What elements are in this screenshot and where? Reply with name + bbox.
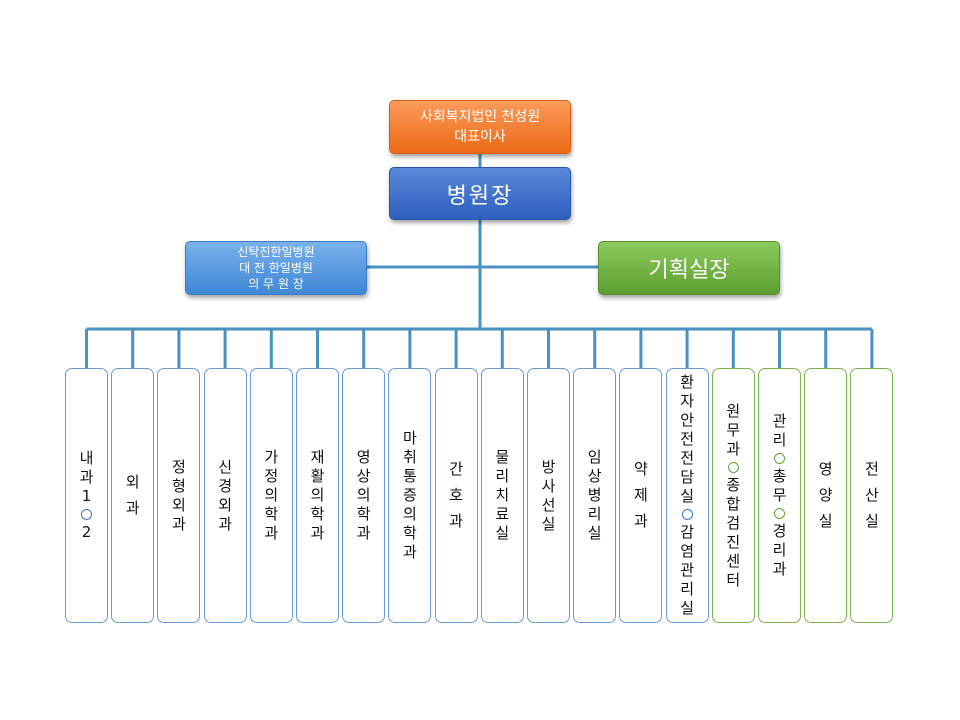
department-box[interactable]: 마취통증의학과 [388,368,432,623]
department-box[interactable]: 가정의학과 [249,368,293,623]
department-label: 임상병리실 [584,448,606,543]
department-label-line: 마취통증의학과 [402,429,417,561]
line-spacer [815,479,837,486]
department-label-line: 정형외과 [171,457,186,533]
line-spacer [122,492,144,499]
department-label-line: 실 [864,512,879,530]
circle-separator-icon [774,508,785,519]
hospital-director-label: 병원장 [446,183,514,209]
foundation-ceo-box[interactable]: 사회복지법인 천성원 대표이사 [389,100,571,154]
department-label: 내과1 2 [76,449,98,542]
department-label-line: 재활의학과 [310,448,325,542]
circle-separator-icon [774,453,785,464]
department-label-line: 간 [449,460,463,478]
foundation-name: 사회복지법인 천성원 [419,109,541,125]
medical-director-box[interactable]: 신탁진한일병원 대 전 한일병원 의 무 원 장 [185,241,367,295]
line-spacer [861,505,883,512]
circle-separator-icon [727,461,739,473]
department-label-line: 종합검진센터 [726,475,741,589]
medical-director-line-3: 의 무 원 장 [248,277,304,291]
department-label: 재활의학과 [307,448,329,543]
department-label-line: 원무과 [726,401,741,458]
department-label-line: 과 [633,512,648,530]
planning-director-box[interactable]: 기획실장 [598,241,780,295]
department-label-line: 관리 [772,412,787,449]
department-label-line: 2 [81,523,92,541]
department-label: 영상의학과 [353,448,375,543]
department-label-line: 양 [818,486,833,504]
department-label-line: 환자안전전담실 [680,373,694,505]
medical-director-line-2: 대 전 한일병원 [239,261,313,275]
department-box[interactable]: 영상의학과 [342,368,386,623]
department-label: 신경외과 [214,458,236,534]
department-label-line: 물리치료실 [495,448,510,542]
department-label-line: 외 [125,473,140,491]
department-label-line: 제 [633,486,648,504]
line-spacer [445,505,467,512]
department-label-line: 약 [633,460,648,478]
department-label-line: 과 [449,512,463,530]
department-label-line: 경리과 [772,522,787,578]
department-label-line: 영상의학과 [356,448,371,542]
department-label-line: 영 [818,460,833,478]
department-label: 가정의학과 [260,448,282,543]
department-label-line: 호 [449,486,463,504]
department-label-line: 신경외과 [218,457,232,533]
department-label: 정형외과 [168,458,190,534]
department-box[interactable]: 물리치료실 [480,368,524,623]
department-label-line: 임상병리실 [587,448,602,542]
department-box[interactable]: 임상병리실 [573,368,617,623]
department-label-line: 내과1 [79,449,94,505]
circle-separator-icon [81,509,92,520]
line-spacer [445,479,467,486]
department-box[interactable]: 내과1 2 [65,368,108,623]
department-box[interactable]: 재활의학과 [296,368,339,623]
line-spacer [630,505,652,512]
department-label-line: 감염관리실 [680,523,694,617]
department-label-line: 총무 [772,467,787,504]
department-label-line: 과 [125,499,140,517]
hospital-director-box[interactable]: 병원장 [389,167,571,220]
ceo-title: 대표이사 [454,129,506,145]
circle-separator-icon [681,509,693,520]
department-box[interactable]: 방사선실 [527,368,570,623]
medical-director-line-1: 신탁진한일병원 [237,245,315,259]
department-label-line: 방사선실 [541,457,556,533]
department-label: 방사선실 [538,458,560,534]
planning-director-label: 기획실장 [648,258,730,283]
department-label-line: 가정의학과 [264,448,279,542]
department-box[interactable]: 정형외과 [157,368,201,623]
line-spacer [815,505,837,512]
line-spacer [630,479,652,486]
department-label: 마취통증의학과 [399,429,421,562]
line-spacer [861,479,883,486]
department-label-line: 산 [864,486,879,504]
department-box[interactable]: 신경외과 [203,368,247,623]
department-label-line: 실 [818,512,833,530]
department-label: 물리치료실 [491,448,513,543]
department-label-line: 전 [864,460,879,478]
